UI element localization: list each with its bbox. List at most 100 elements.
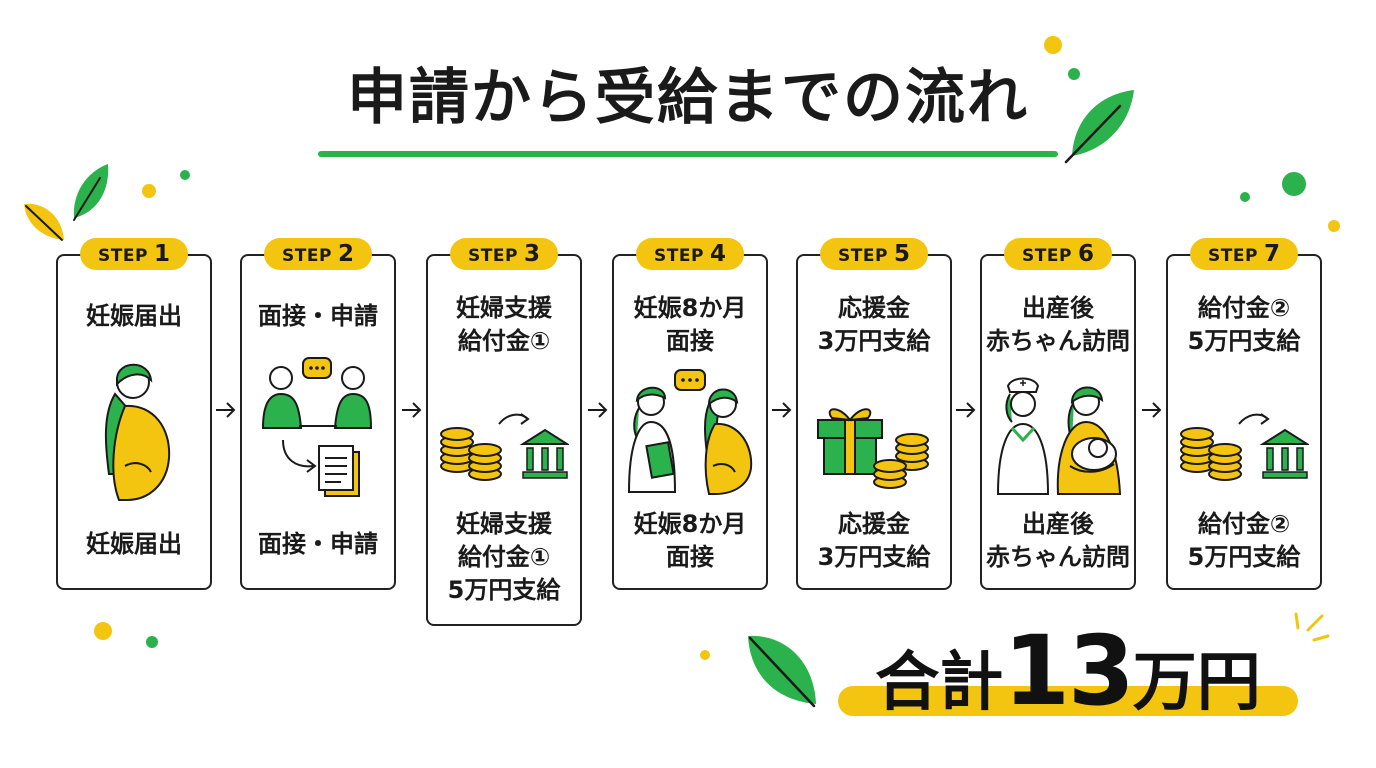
- step-footer: 妊娠8か月 面接: [614, 508, 766, 574]
- nurse-baby-visit-icon: [996, 377, 1122, 495]
- interview-document-icon: [261, 357, 373, 497]
- step-badge-label: STEP: [1022, 246, 1072, 266]
- title-underline: [318, 151, 1058, 157]
- pregnant-woman-icon: [104, 363, 171, 501]
- step-card-7: STEP 7 給付金② 5万円支給 給付金② 5万円支給: [1166, 238, 1322, 590]
- step-card-2: STEP 2 面接・申請 面接・申請: [240, 238, 396, 590]
- step-number: 5: [893, 241, 910, 267]
- total-unit: 万円: [1132, 646, 1261, 720]
- step-badge: STEP 5: [820, 238, 928, 270]
- step-number: 1: [153, 241, 170, 267]
- step-heading: 給付金② 5万円支給: [1168, 292, 1320, 358]
- step-badge: STEP 6: [1004, 238, 1112, 270]
- dot-decoration: [142, 184, 156, 198]
- step-number: 7: [1263, 241, 1280, 267]
- step-footer-line: 妊娠8か月: [633, 510, 747, 538]
- step-badge: STEP 7: [1190, 238, 1298, 270]
- step-heading-line: 妊娠8か月: [633, 294, 747, 322]
- step-badge-label: STEP: [468, 246, 518, 266]
- dot-decoration: [94, 622, 112, 640]
- dot-decoration: [146, 636, 158, 648]
- step-footer-line: 給付金①: [457, 543, 551, 571]
- step-badge-label: STEP: [838, 246, 888, 266]
- step-footer: 面接・申請: [242, 528, 394, 561]
- step-heading-line: 3万円支給: [817, 327, 931, 355]
- step-footer-line: 面接: [666, 543, 714, 571]
- dot-decoration: [1240, 192, 1250, 202]
- step-heading: 妊娠8か月 面接: [614, 292, 766, 358]
- step-footer: 妊娠届出: [58, 528, 210, 561]
- step-badge-label: STEP: [654, 246, 704, 266]
- step-heading-line: 妊婦支援: [456, 294, 552, 322]
- total-highlight: [838, 686, 1298, 716]
- step-heading-line: 5万円支給: [1187, 327, 1301, 355]
- step-number: 6: [1077, 241, 1094, 267]
- arrow-right-icon: [1142, 402, 1162, 418]
- step-footer-line: 妊婦支援: [456, 510, 552, 538]
- step-heading: 面接・申請: [242, 300, 394, 333]
- arrow-right-icon: [956, 402, 976, 418]
- dot-decoration: [1044, 36, 1062, 54]
- coins-to-bank-icon: [1180, 413, 1309, 481]
- step-badge: STEP 4: [636, 238, 744, 270]
- step-card-1: STEP 1 妊娠届出 妊娠届出: [56, 238, 212, 590]
- step-card-6: STEP 6 出産後 赤ちゃん訪問 出産後 赤ちゃん訪問: [980, 238, 1136, 590]
- step-number: 4: [709, 241, 726, 267]
- step-footer-line: 5万円支給: [447, 576, 561, 604]
- step-heading-line: 出産後: [1022, 294, 1094, 322]
- leaf-icon: [1064, 90, 1134, 164]
- step-badge-label: STEP: [1208, 246, 1258, 266]
- step-footer-line: 面接・申請: [258, 530, 378, 558]
- sparkle-icon: [1294, 612, 1330, 642]
- step-heading-line: 面接・申請: [258, 302, 378, 330]
- step-heading-line: 赤ちゃん訪問: [986, 327, 1130, 355]
- step-footer-line: 出産後: [1022, 510, 1094, 538]
- step-footer-line: 3万円支給: [817, 543, 931, 571]
- step-heading-line: 給付金①: [457, 327, 551, 355]
- step-heading-line: 面接: [666, 327, 714, 355]
- arrow-right-icon: [216, 402, 236, 418]
- step-footer-line: 赤ちゃん訪問: [986, 543, 1130, 571]
- step-footer: 出産後 赤ちゃん訪問: [982, 508, 1134, 574]
- step-card-4: STEP 4 妊娠8か月 面接 妊娠8か月 面接: [612, 238, 768, 590]
- step-footer-line: 妊娠届出: [86, 530, 182, 558]
- dot-decoration: [1068, 68, 1080, 80]
- dot-decoration: [1282, 172, 1306, 196]
- step-heading: 妊婦支援 給付金①: [428, 292, 580, 358]
- step-footer: 給付金② 5万円支給: [1168, 508, 1320, 574]
- total-number: 13: [1003, 615, 1135, 727]
- dot-decoration: [180, 170, 190, 180]
- step-number: 2: [337, 241, 354, 267]
- total-amount: 合計13万円: [838, 615, 1298, 727]
- dot-decoration: [1328, 220, 1340, 232]
- step-footer-line: 5万円支給: [1187, 543, 1301, 571]
- step-footer-line: 給付金②: [1197, 510, 1291, 538]
- step-badge-label: STEP: [98, 246, 148, 266]
- leaf-icon: [24, 203, 64, 241]
- step-heading-line: 応援金: [838, 294, 910, 322]
- step-footer-line: 応援金: [838, 510, 910, 538]
- step-heading-line: 給付金②: [1197, 294, 1291, 322]
- step-footer: 応援金 3万円支給: [798, 508, 950, 574]
- step-card-5: STEP 5 応援金 3万円支給 応援金 3万円支給: [796, 238, 952, 590]
- gift-coins-icon: [817, 408, 929, 489]
- step-footer: 妊婦支援 給付金① 5万円支給: [428, 508, 580, 607]
- leaf-icon: [73, 164, 109, 221]
- step-badge: STEP 2: [264, 238, 372, 270]
- arrow-right-icon: [402, 402, 422, 418]
- arrow-right-icon: [772, 402, 792, 418]
- step-number: 3: [523, 241, 540, 267]
- total-prefix: 合計: [875, 646, 1004, 720]
- step-card-3: STEP 3 妊婦支援 給付金① 妊婦支援 給付金① 5万円支給: [426, 238, 582, 626]
- step-heading: 妊娠届出: [58, 300, 210, 333]
- step-badge: STEP 3: [450, 238, 558, 270]
- dot-decoration: [700, 650, 710, 660]
- doctor-consultation-icon: [627, 369, 753, 495]
- leaf-icon: [748, 635, 816, 708]
- page-title: 申請から受給までの流れ: [347, 63, 1029, 133]
- step-heading: 出産後 赤ちゃん訪問: [982, 292, 1134, 358]
- coins-to-bank-icon: [440, 413, 569, 481]
- step-heading: 応援金 3万円支給: [798, 292, 950, 358]
- step-heading-line: 妊娠届出: [86, 302, 182, 330]
- step-badge-label: STEP: [282, 246, 332, 266]
